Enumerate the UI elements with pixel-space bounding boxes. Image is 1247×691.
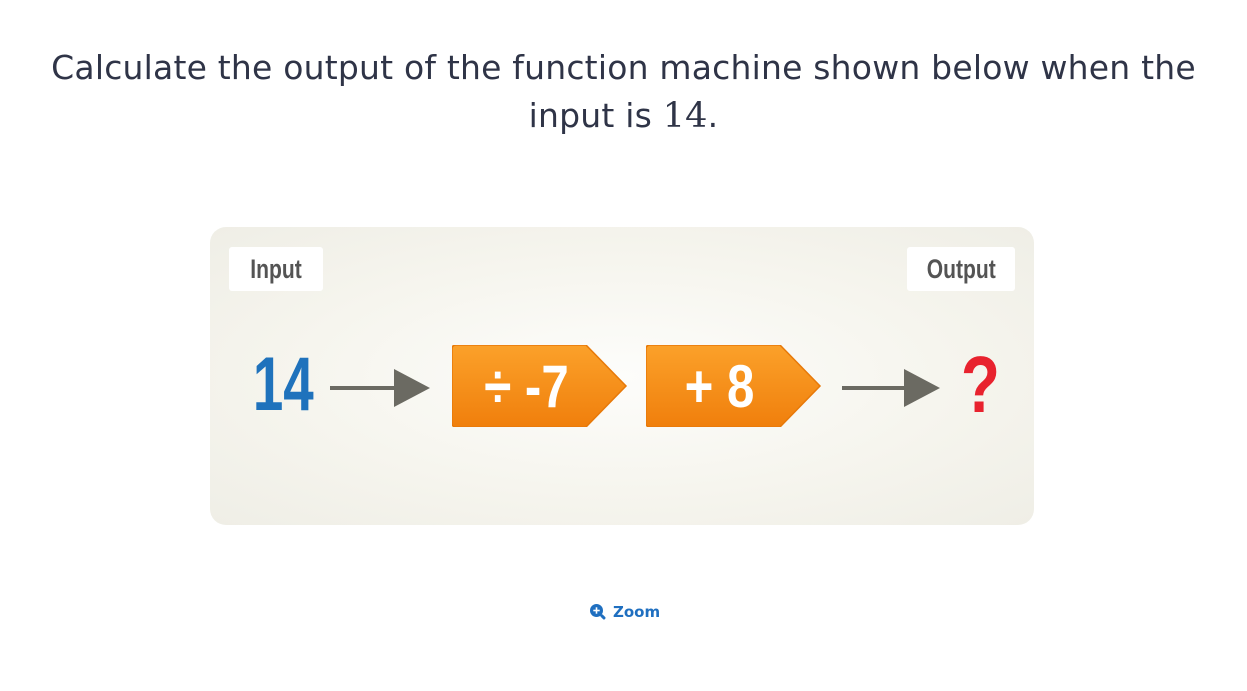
question-text: Calculate the output of the function mac… xyxy=(40,44,1207,140)
input-value: 14 xyxy=(252,342,314,427)
operation-divide-label: ÷ -7 xyxy=(483,352,569,420)
zoom-label[interactable]: Zoom xyxy=(613,603,661,621)
zoom-in-icon xyxy=(590,604,606,620)
operation-add-label: + 8 xyxy=(685,352,755,420)
arrow-right-icon xyxy=(842,369,940,407)
zoom-button[interactable]: Zoom xyxy=(589,603,660,621)
function-machine-diagram: Input Output 14 ÷ -7 xyxy=(210,227,1034,525)
operation-add-tag: + 8 xyxy=(646,345,822,427)
question-period: . xyxy=(707,96,719,135)
output-label: Output xyxy=(907,247,1015,291)
output-value: ? xyxy=(960,340,1000,429)
operation-divide-tag: ÷ -7 xyxy=(452,345,628,427)
question-input-value: 14 xyxy=(662,96,708,136)
input-label: Input xyxy=(229,247,323,291)
arrow-right-icon xyxy=(330,369,430,407)
question-text-main: Calculate the output of the function mac… xyxy=(51,48,1196,135)
